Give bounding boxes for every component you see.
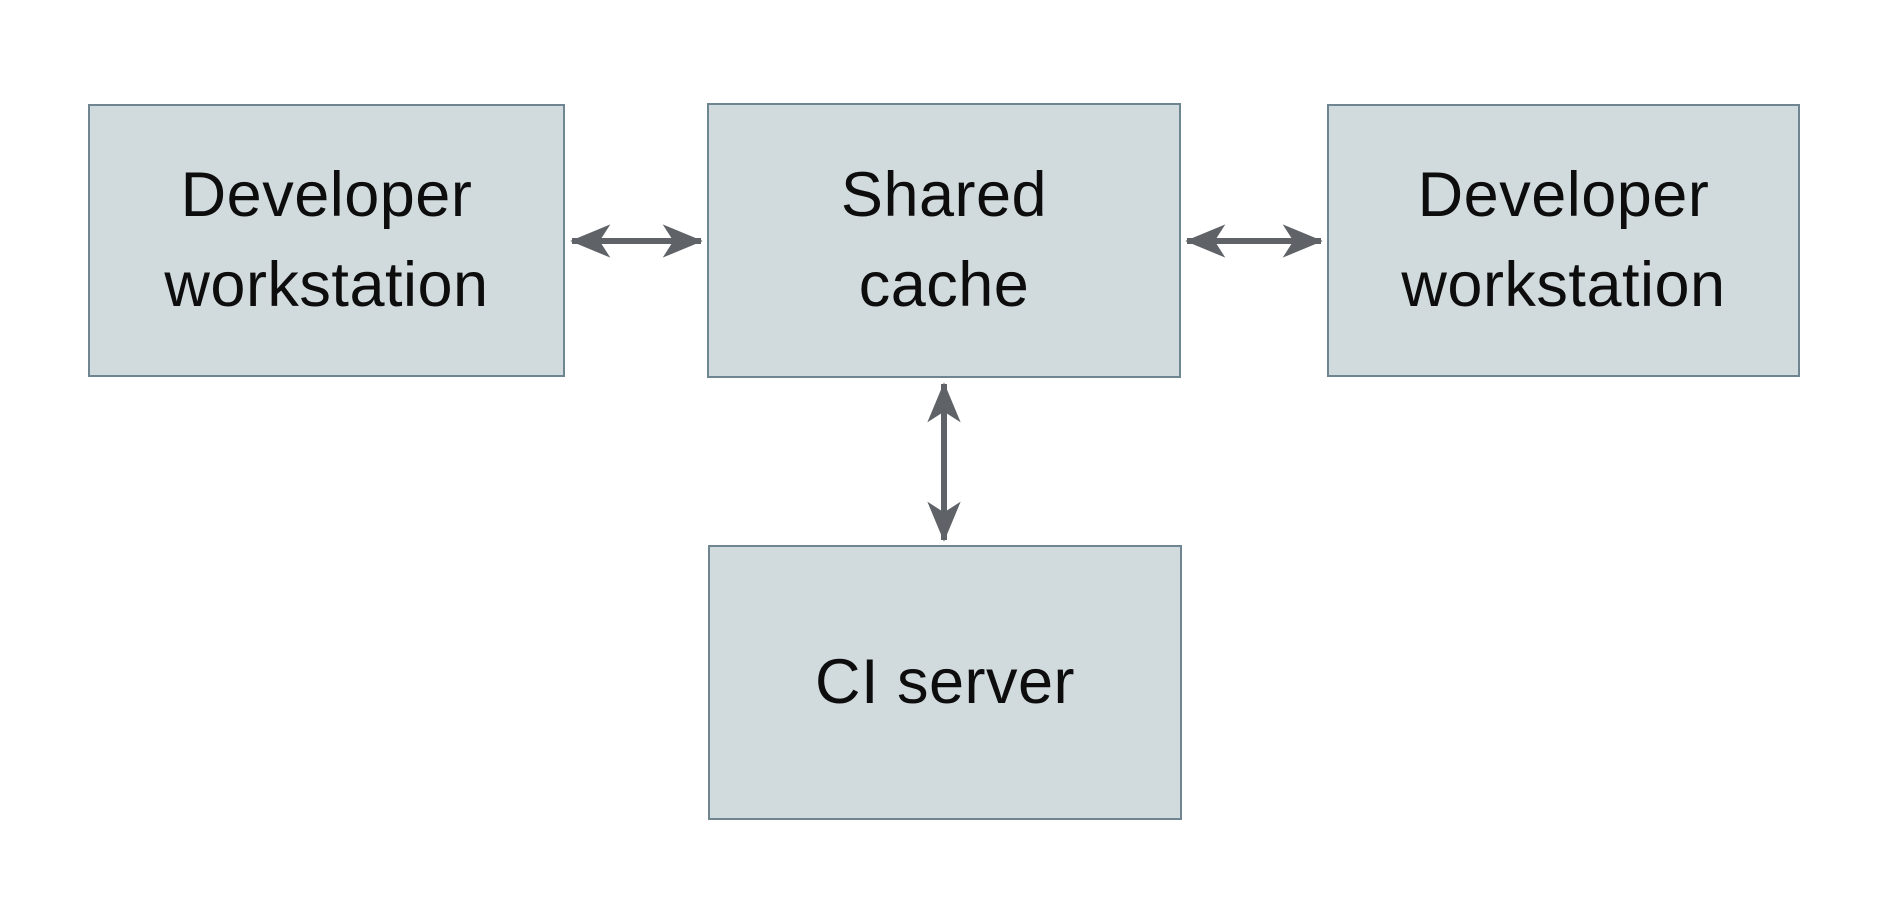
- node-developer-workstation-right: Developer workstation: [1327, 104, 1800, 377]
- node-ci-server: CI server: [708, 545, 1182, 820]
- node-developer-workstation-left: Developer workstation: [88, 104, 565, 377]
- node-label: Developer workstation: [1401, 160, 1726, 320]
- node-label: Developer workstation: [164, 160, 489, 320]
- node-label: Shared cache: [840, 160, 1048, 320]
- node-label: CI server: [814, 646, 1076, 717]
- node-shared-cache: Shared cache: [707, 103, 1181, 378]
